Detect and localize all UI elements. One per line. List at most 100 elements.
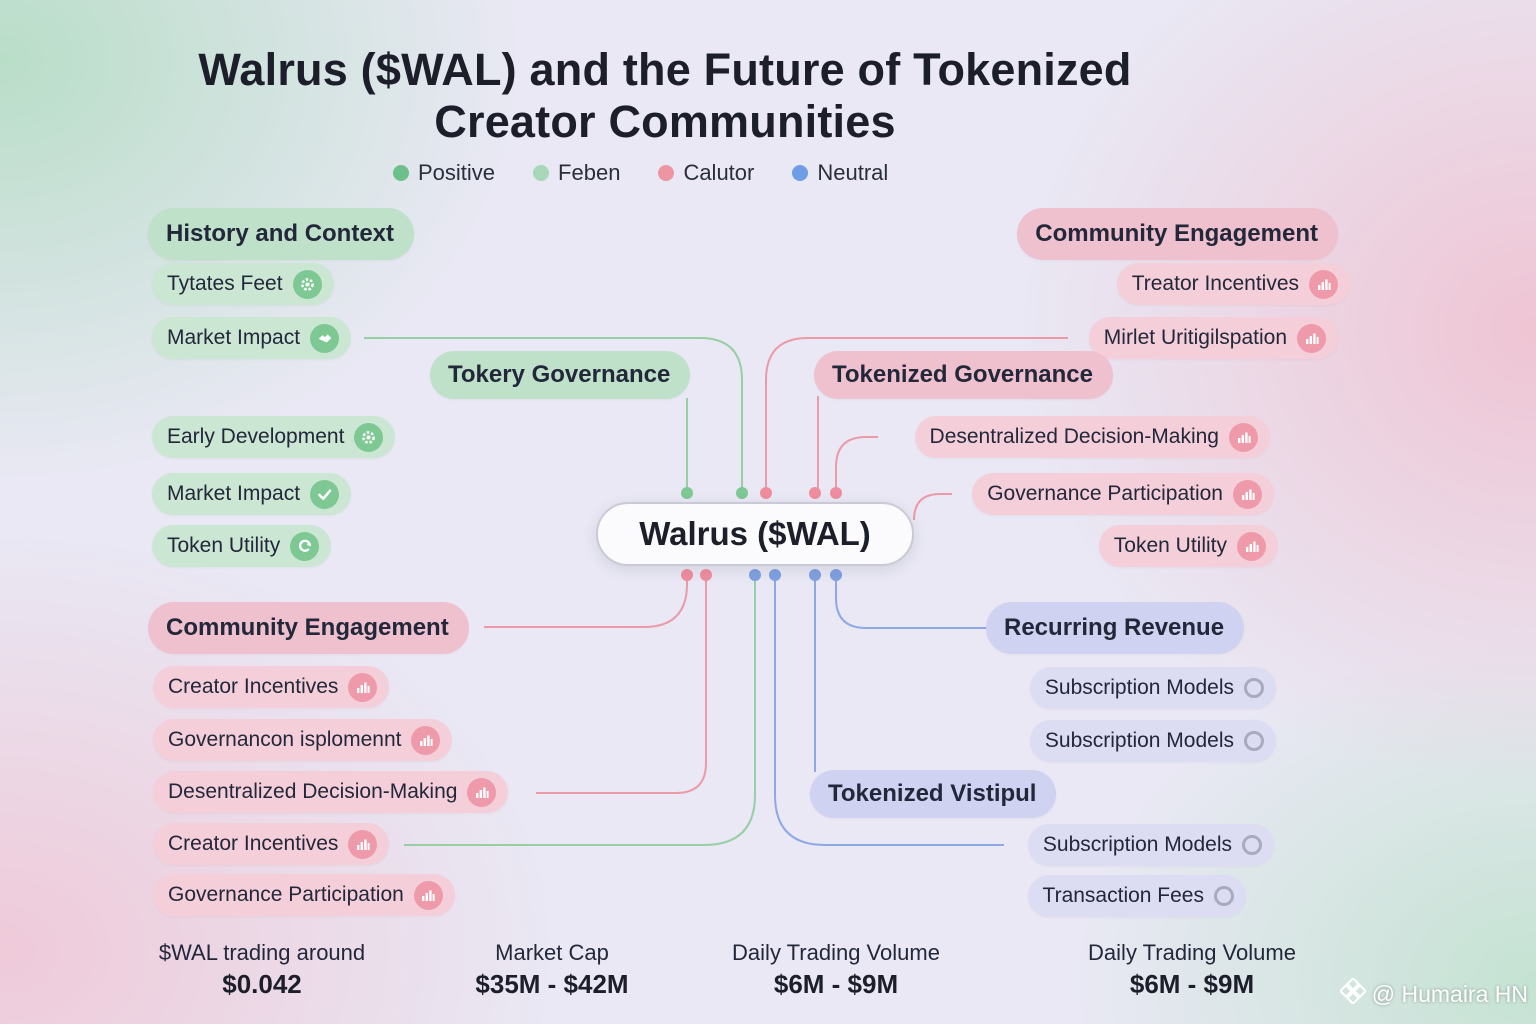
stat-label: Daily Trading Volume [732, 940, 940, 965]
node-label: Desentralized Decision-Making [929, 425, 1219, 448]
gear-icon [354, 422, 384, 452]
stat-label: Market Cap [495, 940, 609, 965]
dot-bottom-6 [830, 569, 842, 581]
node-tokenized-vistipul[interactable]: Tokenized Vistipul [810, 770, 1057, 818]
node-subscription-models-2[interactable]: Subscription Models [1029, 720, 1276, 762]
node-desentralized-left[interactable]: Desentralized Decision-Making [153, 771, 509, 813]
page-title: Walrus ($WAL) and the Future of Tokenize… [140, 44, 1190, 148]
stat-value: $35M - $42M [475, 969, 629, 999]
node-label: Market Impact [167, 326, 301, 349]
node-early-development[interactable]: Early Development [152, 416, 396, 458]
node-transaction-fees[interactable]: Transaction Fees [1027, 875, 1246, 917]
node-token-utility-left[interactable]: Token Utility [152, 525, 332, 567]
node-creator-incentives-1[interactable]: Creator Incentives [153, 666, 390, 708]
node-token-utility-right[interactable]: Token Utility [1098, 525, 1278, 567]
legend-item-feben: Feben [533, 160, 620, 186]
bar-chart-icon [1229, 422, 1258, 452]
legend-item-neutral: Neutral [792, 160, 888, 186]
legend-item-calutor: Calutor [658, 160, 754, 186]
node-label: Subscription Models [1042, 833, 1232, 856]
node-label: Treator Incentives [1131, 272, 1299, 295]
center-node[interactable]: Walrus ($WAL) [596, 502, 914, 566]
stat-value: $0.042 [222, 969, 302, 999]
link-creator-incentives-left [404, 575, 756, 846]
stat-value: $6M - $9M [773, 969, 899, 999]
node-label: Governance Participation [987, 482, 1223, 505]
node-governancon-isplomennt[interactable]: Governancon isplomennt [153, 719, 453, 761]
node-label: Early Development [167, 425, 345, 448]
node-subscription-models-3[interactable]: Subscription Models [1027, 824, 1274, 866]
node-label: Subscription Models [1044, 676, 1234, 699]
title-line-1: Walrus ($WAL) and the Future of Tokenize… [198, 44, 1132, 95]
bar-chart-icon [348, 672, 378, 702]
node-market-impact-2[interactable]: Market Impact [152, 473, 352, 515]
watermark-text: @ Humaira HN [1371, 980, 1528, 1007]
node-creator-incentives-2[interactable]: Creator Incentives [153, 823, 390, 865]
node-label: Subscription Models [1044, 729, 1234, 752]
stat-label: Daily Trading Volume [1088, 940, 1296, 965]
node-label: Recurring Revenue [1004, 614, 1225, 641]
node-treator-incentives[interactable]: Treator Incentives [1116, 263, 1350, 305]
dot-bottom-5 [809, 569, 821, 581]
node-tytates-feet[interactable]: Tytates Feet [152, 263, 334, 305]
link-mirlet [765, 337, 1068, 493]
connector-dots [681, 487, 842, 581]
dot-bottom-4 [769, 569, 781, 581]
legend-dot-positive [393, 165, 409, 181]
ring-icon [1244, 678, 1264, 698]
dot-bottom-3 [749, 569, 761, 581]
dot-bottom-1 [681, 569, 693, 581]
node-label: Community Engagement [166, 614, 449, 641]
center-node-label: Walrus ($WAL) [639, 515, 871, 552]
legend-dot-calutor [658, 165, 675, 181]
bar-chart-icon [1297, 323, 1326, 353]
handshake-icon [310, 323, 340, 353]
legend-label: Positive [418, 160, 496, 185]
stat-value: $6M - $9M [1129, 969, 1255, 999]
link-recurring-revenue [835, 575, 988, 629]
node-subscription-models-1[interactable]: Subscription Models [1029, 667, 1276, 709]
node-market-impact-1[interactable]: Market Impact [152, 317, 352, 359]
legend-item-positive: Positive [393, 160, 495, 186]
dot-bottom-2 [700, 569, 712, 581]
node-tokery-governance[interactable]: Tokery Governance [430, 351, 691, 399]
stat-daily-volume-2: Daily Trading Volume $6M - $9M [1042, 938, 1342, 1000]
bar-chart-icon [348, 829, 378, 859]
node-governance-participation-left[interactable]: Governance Participation [153, 874, 455, 916]
dot-top-1 [681, 487, 693, 499]
dot-top-3 [760, 487, 772, 499]
node-community-engagement-left[interactable]: Community Engagement [148, 602, 469, 654]
node-label: Mirlet Uritigilspation [1103, 326, 1287, 349]
diamond-logo-icon [1338, 976, 1367, 1010]
link-governance-participation-right [913, 493, 952, 521]
node-history-and-context[interactable]: History and Context [148, 208, 415, 260]
node-label: Creator Incentives [168, 832, 339, 855]
dot-top-5 [830, 487, 842, 499]
node-label: Desentralized Decision-Making [168, 780, 458, 803]
legend-dot-neutral [792, 165, 809, 181]
bar-chart-icon [1237, 531, 1266, 561]
ring-icon [1244, 731, 1264, 751]
node-tokenized-governance[interactable]: Tokenized Governance [814, 351, 1113, 399]
ring-icon [1242, 835, 1262, 855]
stat-daily-volume-1: Daily Trading Volume $6M - $9M [686, 938, 986, 1000]
stat-market-cap: Market Cap $35M - $42M [402, 938, 702, 1000]
node-label: Tokenized Vistipul [828, 780, 1037, 807]
node-recurring-revenue[interactable]: Recurring Revenue [986, 602, 1245, 654]
node-governance-participation-right[interactable]: Governance Participation [972, 473, 1274, 515]
legend: Positive Feben Calutor Neutral [393, 160, 888, 186]
node-label: Tytates Feet [167, 272, 283, 295]
node-label: Tokery Governance [448, 361, 671, 388]
node-label: Transaction Fees [1042, 884, 1204, 907]
stat-label: $WAL trading around [158, 940, 366, 965]
node-mirlet-uritigilspation[interactable]: Mirlet Uritigilspation [1088, 317, 1338, 359]
legend-label: Neutral [817, 160, 889, 185]
dot-top-2 [736, 487, 748, 499]
node-desentralized-right[interactable]: Desentralized Decision-Making [914, 416, 1270, 458]
node-label: Governance Participation [168, 883, 404, 906]
dot-top-4 [809, 487, 821, 499]
node-label: Token Utility [167, 534, 281, 557]
link-subscription-3 [774, 575, 1004, 846]
node-community-engagement-right[interactable]: Community Engagement [1017, 208, 1338, 260]
